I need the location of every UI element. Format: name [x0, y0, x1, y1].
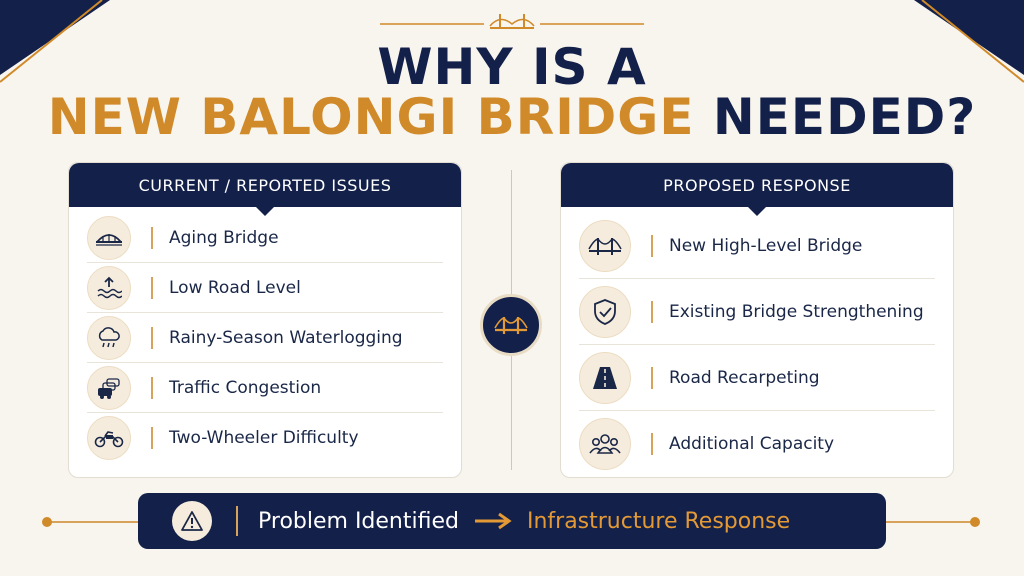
list-item: Existing Bridge Strengthening — [579, 279, 935, 345]
response-text: Infrastructure Response — [526, 508, 791, 534]
list-item: Road Recarpeting — [579, 345, 935, 411]
title-rest: NEEDED? — [712, 88, 977, 146]
issue-label: Aging Bridge — [169, 227, 279, 248]
people-group-icon — [579, 418, 631, 470]
banner-line-left — [46, 521, 138, 523]
banner-dot-left — [42, 517, 52, 527]
issue-label: Low Road Level — [169, 277, 301, 298]
suspension-bridge-icon — [480, 294, 542, 356]
list-item: Rainy-Season Waterlogging — [87, 313, 443, 363]
banner-line-right — [886, 521, 976, 523]
bridge-ornament-icon — [380, 14, 644, 29]
response-label: Additional Capacity — [669, 434, 835, 454]
issue-label: Traffic Congestion — [169, 377, 322, 398]
issues-panel-header: CURRENT / REPORTED ISSUES — [69, 163, 461, 216]
bridge-icon — [87, 215, 131, 260]
warning-icon — [172, 501, 212, 541]
road-icon — [579, 351, 631, 404]
response-panel: PROPOSED RESPONSE New High-Level Bridge … — [560, 162, 954, 478]
banner-dot-right — [970, 517, 980, 527]
list-item: Low Road Level — [87, 263, 443, 313]
suspension-bridge-icon — [579, 219, 631, 272]
shield-check-icon — [579, 285, 631, 338]
title-line-2: NEW BALONGI BRIDGE NEEDED? — [0, 88, 1024, 146]
list-item: Two-Wheeler Difficulty — [87, 413, 443, 463]
issues-panel: CURRENT / REPORTED ISSUES Aging Bridge L… — [68, 162, 462, 478]
arrow-right-icon — [473, 511, 513, 531]
issue-label: Rainy-Season Waterlogging — [169, 327, 403, 348]
title-line-1: WHY IS A — [377, 38, 647, 96]
list-item: New High-Level Bridge — [579, 213, 935, 279]
list-item: Aging Bridge — [87, 213, 443, 263]
corner-decoration-right — [914, 0, 1024, 83]
summary-banner: Problem Identified Infrastructure Respon… — [138, 493, 886, 549]
list-item: Additional Capacity — [579, 411, 935, 477]
issue-label: Two-Wheeler Difficulty — [169, 428, 359, 448]
rain-cloud-icon — [87, 315, 131, 360]
cars-icon — [87, 365, 131, 410]
motorcycle-icon — [87, 416, 131, 460]
list-item: Traffic Congestion — [87, 363, 443, 413]
water-level-icon — [87, 265, 131, 310]
response-label: Road Recarpeting — [669, 367, 820, 388]
response-panel-header: PROPOSED RESPONSE — [561, 163, 953, 216]
response-label: Existing Bridge Strengthening — [669, 301, 924, 322]
corner-decoration-left — [0, 0, 110, 83]
problem-text: Problem Identified — [258, 508, 459, 534]
title-highlight: NEW BALONGI BRIDGE — [47, 88, 695, 146]
response-label: New High-Level Bridge — [669, 235, 863, 256]
